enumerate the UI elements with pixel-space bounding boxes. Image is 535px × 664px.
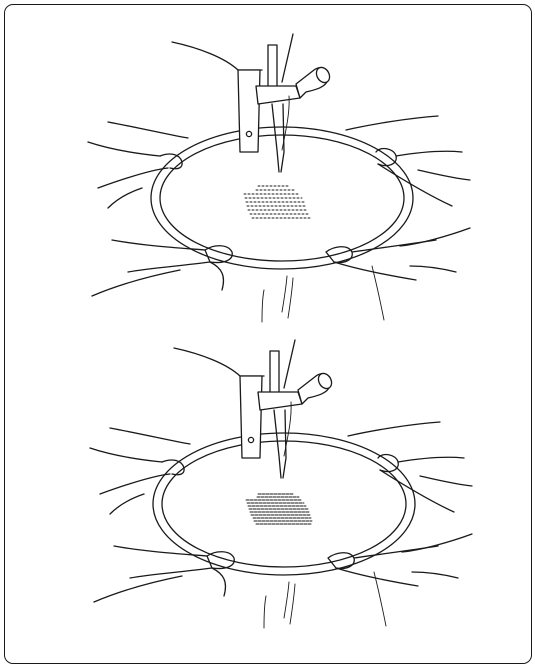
dense-stitching-panel bbox=[90, 340, 472, 628]
dense-stitch-pattern bbox=[246, 494, 312, 524]
sparse-stitching-panel bbox=[88, 34, 470, 322]
sparse-stitch-pattern bbox=[244, 186, 310, 218]
